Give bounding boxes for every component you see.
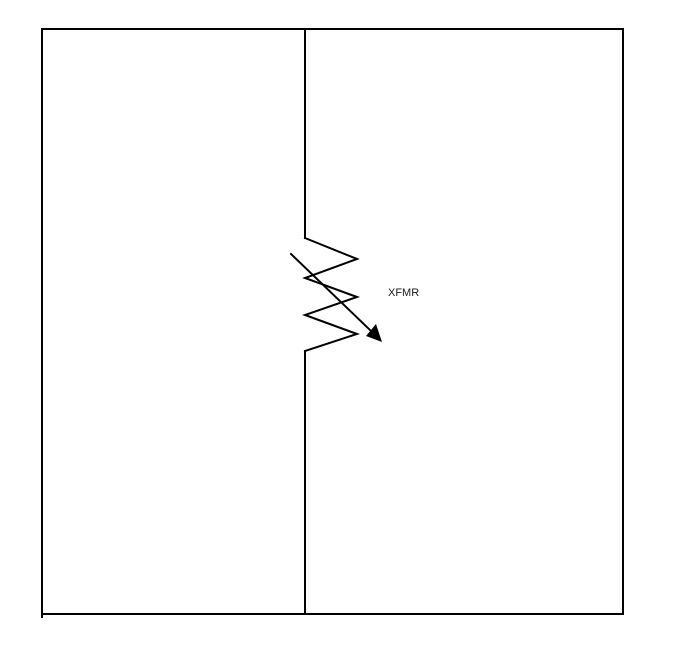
component-label: XFMR (388, 287, 419, 299)
adjust-arrow-head (366, 324, 382, 342)
adjust-arrow-shaft (289, 252, 372, 332)
resistor-zigzag (302, 236, 361, 353)
variable-resistor-icon (289, 236, 382, 353)
